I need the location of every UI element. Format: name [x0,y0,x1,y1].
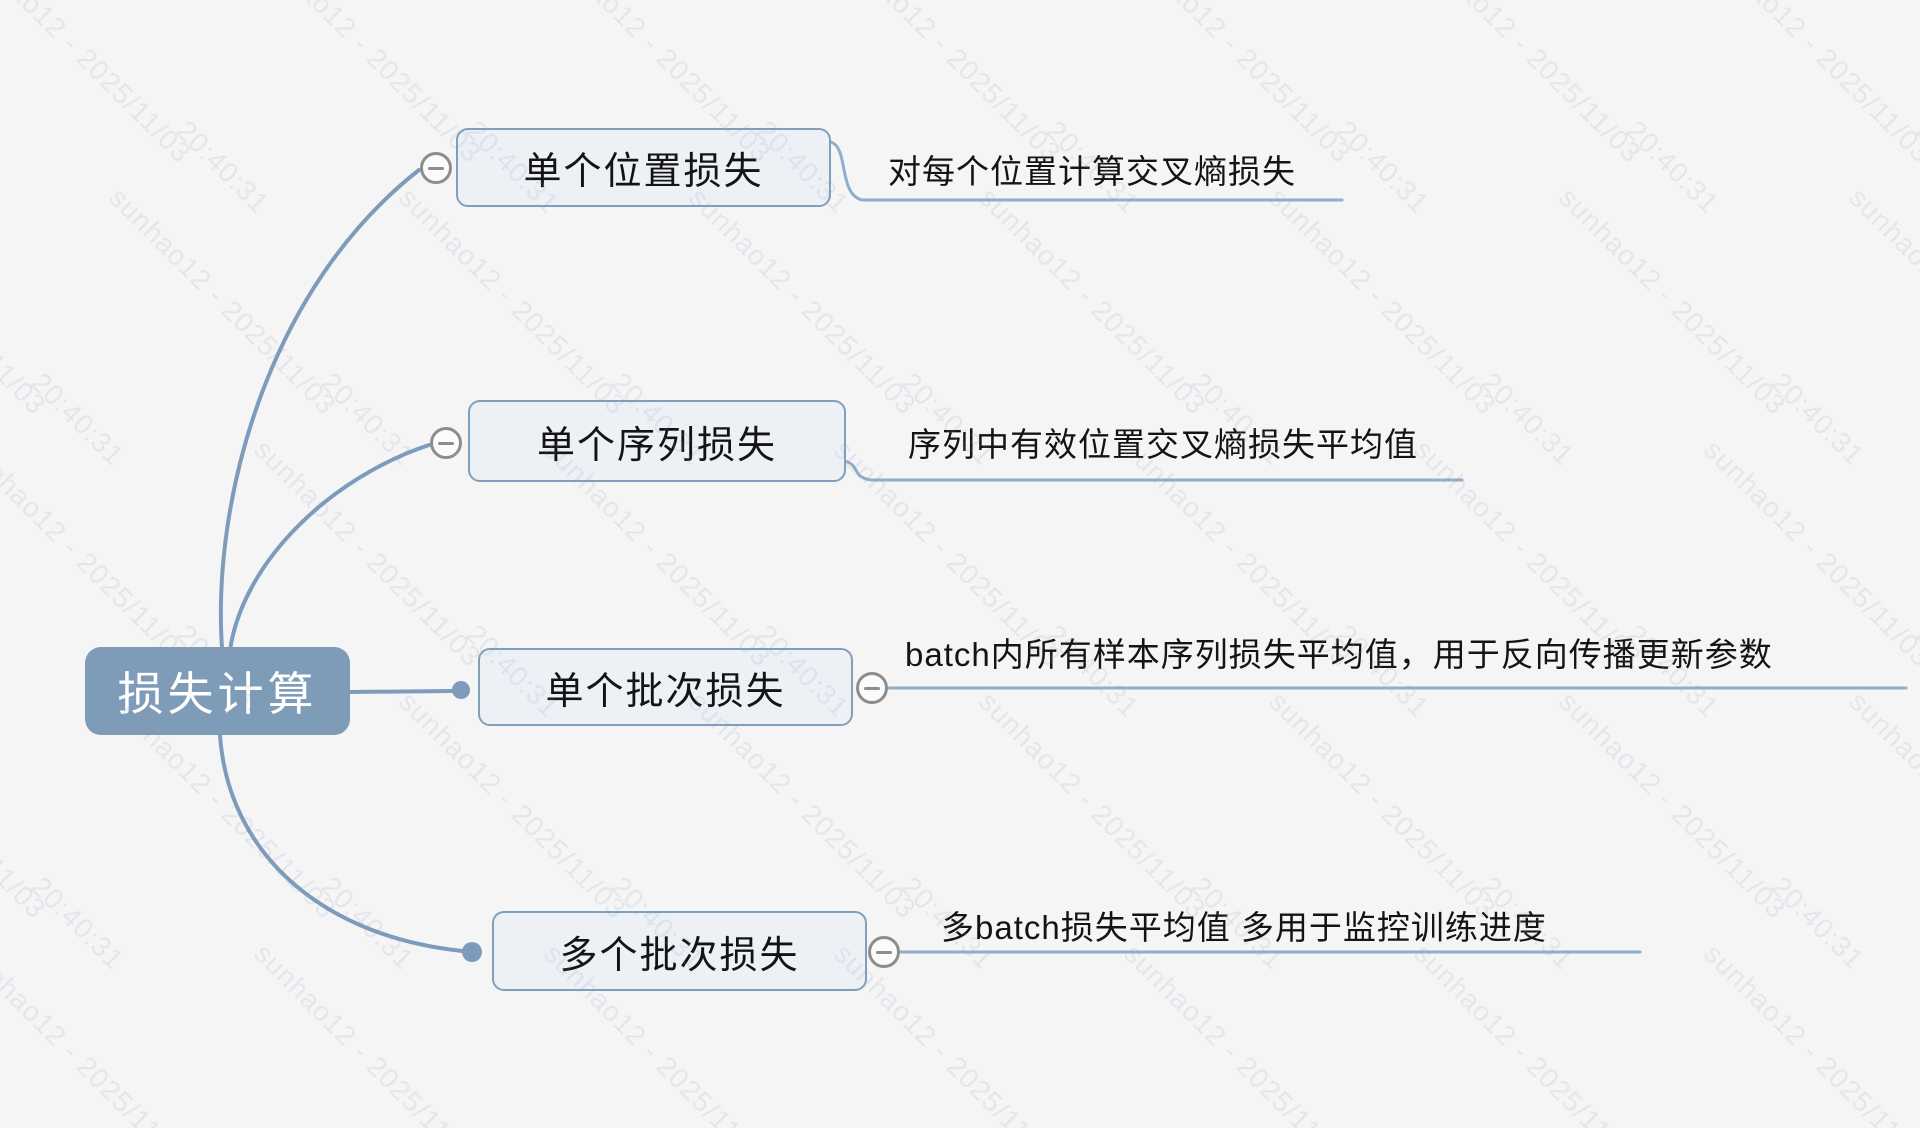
minus-icon [876,950,892,954]
connector-dot-branch4 [462,942,482,962]
minus-icon [864,686,880,690]
detail-single-position-loss[interactable]: 对每个位置计算交叉熵损失 [888,153,1296,190]
root-node-loss-calculation[interactable]: 损失计算 [85,647,350,735]
branch-node-single-batch-loss[interactable]: 单个批次损失 [478,648,853,726]
connector-root-to-branch1 [218,168,421,650]
branch-node-single-sequence-loss[interactable]: 单个序列损失 [468,400,846,482]
collapse-button-branch3[interactable] [856,672,888,704]
minus-icon [428,166,444,170]
detail-multi-batch-loss[interactable]: 多batch损失平均值 多用于监控训练进度 [941,909,1547,946]
branch-node-multi-batch-loss[interactable]: 多个批次损失 [492,911,867,991]
minus-icon [438,441,454,445]
connector-root-to-branch3 [348,689,454,694]
connector-dot-branch3 [452,681,470,699]
collapse-button-branch4[interactable] [868,936,900,968]
detail-single-sequence-loss[interactable]: 序列中有效位置交叉熵损失平均值 [908,426,1418,463]
connector-root-to-branch4 [218,733,464,953]
branch-node-single-position-loss[interactable]: 单个位置损失 [456,128,831,207]
connector-root-to-branch2 [228,443,431,652]
connector-branch1-to-detail [829,140,1344,202]
collapse-button-branch1[interactable] [420,152,452,184]
connector-branch2-to-detail [843,459,1464,482]
detail-single-batch-loss[interactable]: batch内所有样本序列损失平均值，用于反向传播更新参数 [905,636,1773,673]
collapse-button-branch2[interactable] [430,427,462,459]
